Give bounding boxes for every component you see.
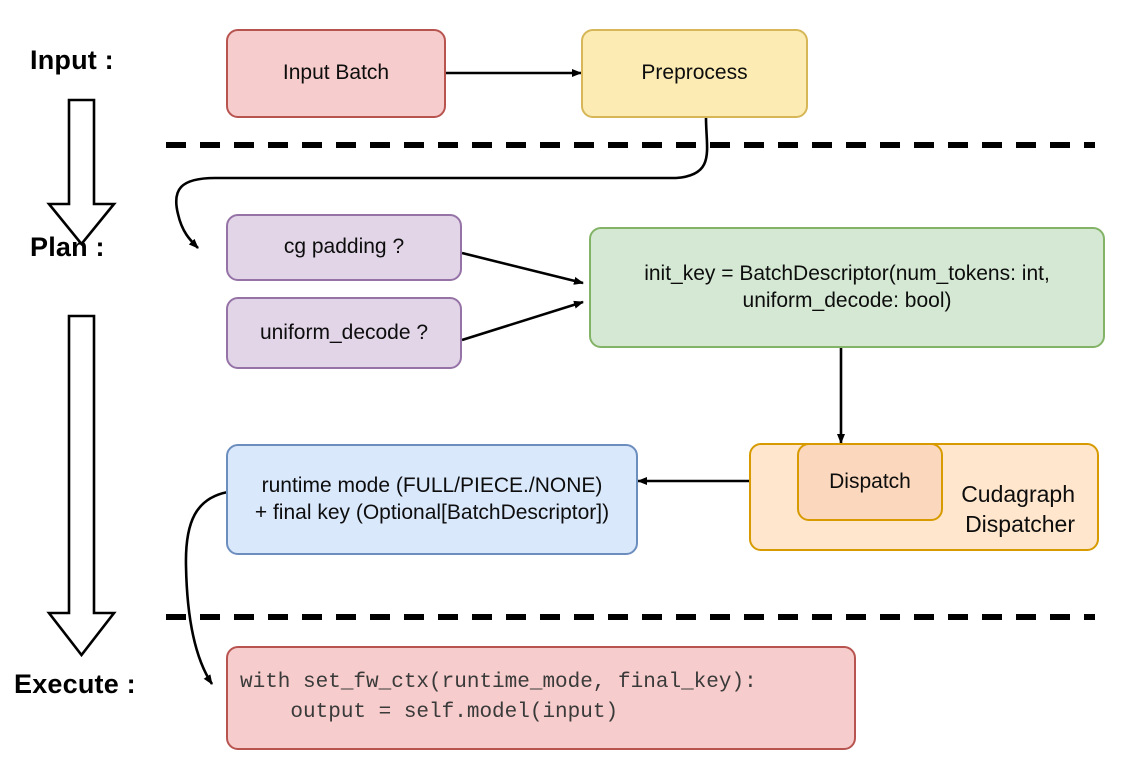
node-input-batch[interactable]: Input Batch — [226, 29, 446, 118]
node-cg-padding[interactable]: cg padding ? — [226, 214, 462, 281]
node-init-key[interactable]: init_key = BatchDescriptor(num_tokens: i… — [589, 227, 1105, 348]
stage-label-execute: Execute : — [14, 669, 136, 699]
node-init-key-line1: init_key = BatchDescriptor(num_tokens: i… — [644, 261, 1050, 285]
node-runtime-mode-line2: + final key (Optional[BatchDescriptor]) — [254, 500, 610, 524]
node-init-key-line2: uniform_decode: bool) — [742, 288, 952, 312]
plan-to-execute-arrow — [46, 314, 117, 658]
node-code-block[interactable]: with set_fw_ctx(runtime_mode, final_key)… — [226, 646, 856, 750]
node-dispatch-label: Dispatch — [829, 469, 911, 493]
node-cudagraph-dispatcher-line1: Cudagraph — [961, 481, 1075, 508]
node-uniform-decode[interactable]: uniform_decode ? — [226, 297, 462, 369]
input-to-plan-arrow — [46, 98, 117, 247]
stage-label-plan: Plan : — [30, 232, 105, 262]
node-cudagraph-dispatcher-line2: Dispatcher — [965, 510, 1075, 537]
node-preprocess-label: Preprocess — [641, 61, 748, 85]
node-dispatch[interactable]: Dispatch — [797, 443, 943, 521]
stage-label-input: Input : — [30, 45, 114, 75]
node-cg-padding-label: cg padding ? — [283, 235, 405, 259]
edge-uniformdecode-initkey — [461, 300, 584, 342]
node-runtime-mode[interactable]: runtime mode (FULL/PIECE./NONE) + final … — [226, 444, 638, 555]
node-runtime-mode-line1: runtime mode (FULL/PIECE./NONE) — [261, 473, 603, 497]
node-preprocess[interactable]: Preprocess — [581, 29, 808, 118]
node-input-batch-label: Input Batch — [282, 61, 390, 85]
node-uniform-decode-label: uniform_decode ? — [259, 320, 429, 344]
edge-cgpadding-initkey — [461, 251, 584, 285]
edge-runtimemode-codeblock — [184, 490, 229, 685]
node-code-block-line2: output = self.model(input) — [240, 701, 619, 724]
node-code-block-line1: with set_fw_ctx(runtime_mode, final_key)… — [240, 670, 757, 694]
